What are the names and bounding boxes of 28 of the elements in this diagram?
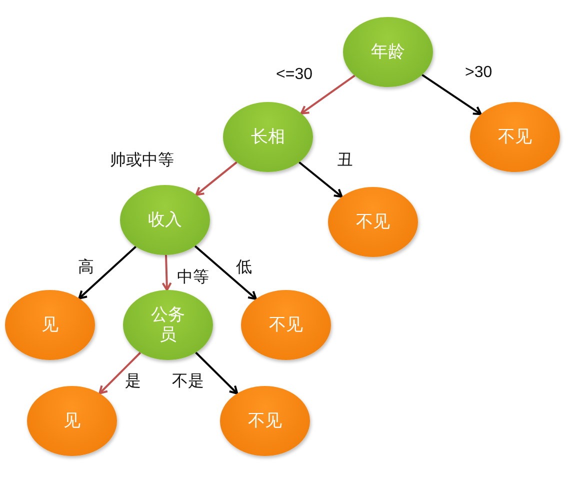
edge-label: <=30	[276, 66, 312, 84]
edge-label: 帅或中等	[110, 150, 174, 171]
leaf-ellipse: 不见	[470, 102, 560, 172]
decision-ellipse: 收入	[120, 185, 210, 255]
edge-label: >30	[465, 64, 492, 82]
decision-ellipse: 公务员	[123, 290, 213, 360]
arrow	[195, 352, 238, 394]
edge-label: 中等	[177, 268, 209, 288]
edge-label: 高	[78, 258, 94, 278]
decision-ellipse: 年龄	[343, 17, 433, 87]
leaf-ellipse: 不见	[220, 386, 310, 456]
arrow	[300, 74, 356, 114]
leaf-ellipse: 见	[5, 290, 95, 360]
arrow	[194, 245, 257, 300]
leaf-ellipse: 不见	[241, 290, 331, 360]
arrow	[98, 352, 142, 394]
edge-label: 低	[236, 258, 252, 278]
edge-label: 不是	[172, 372, 204, 392]
arrow	[195, 161, 238, 196]
arrow	[298, 161, 343, 198]
arrow	[422, 74, 482, 116]
edge-label: 是	[125, 372, 141, 392]
edge-label: 丑	[337, 151, 353, 171]
arrow	[78, 246, 136, 300]
arrow	[162, 254, 172, 291]
leaf-ellipse: 见	[27, 386, 117, 456]
decision-ellipse: 长相	[223, 102, 313, 172]
leaf-ellipse: 不见	[328, 187, 418, 257]
